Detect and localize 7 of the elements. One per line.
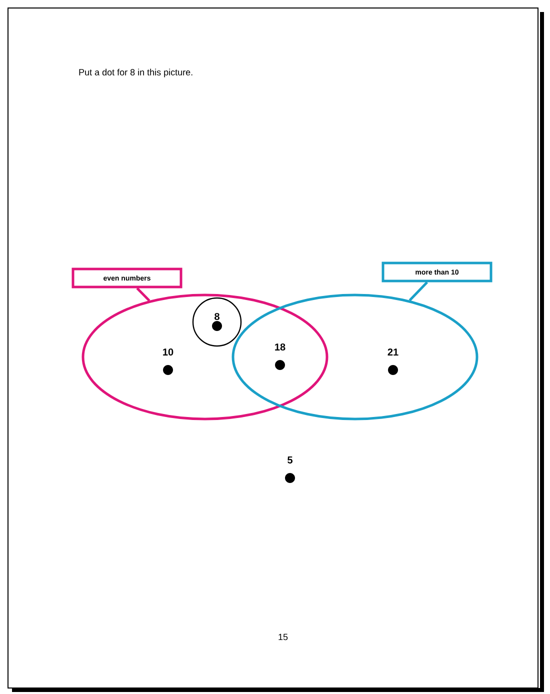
connector-line	[136, 287, 150, 302]
page-number: 15	[278, 634, 288, 640]
connector-line	[408, 281, 428, 302]
circled-number: 8	[192, 297, 242, 347]
set-ellipse	[232, 294, 478, 420]
instruction-text: Put a dot for 8 in this picture.	[79, 68, 192, 78]
set-ellipse	[82, 294, 328, 420]
